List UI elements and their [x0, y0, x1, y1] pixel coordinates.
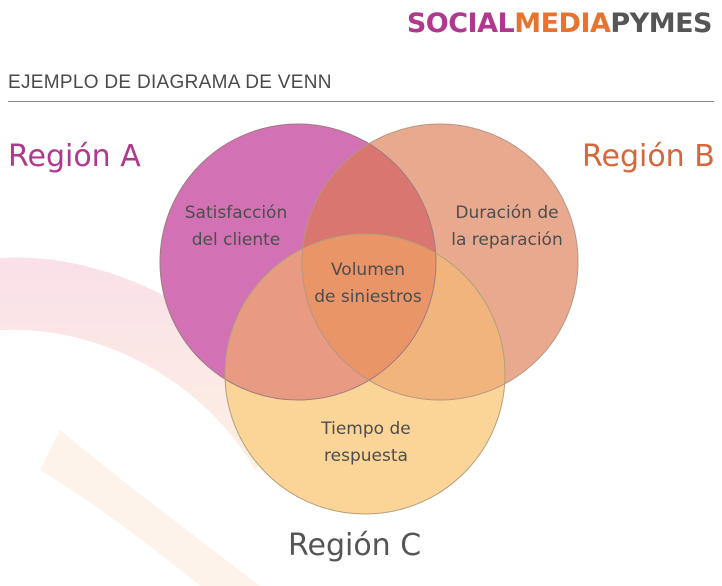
region-b-text-line: la reparación [451, 230, 563, 250]
center-text-line: de siniestros [314, 287, 422, 307]
page-title: EJEMPLO DE DIAGRAMA DE VENN [8, 72, 332, 93]
region-c-text-line: respuesta [324, 446, 408, 466]
brand-logo-social: SOCIAL [406, 8, 515, 39]
center-intersection-text: Volumen de siniestros [300, 257, 436, 311]
brand-logo-media: MEDIA [514, 8, 611, 39]
region-b-text-line: Duración de [455, 203, 559, 223]
region-a-text-line: del cliente [191, 230, 281, 250]
region-a-label: Región A [8, 139, 141, 174]
brand-logo-pymes: PYMES [610, 8, 712, 39]
region-c-text-line: Tiempo de [321, 419, 411, 439]
region-b-label: Región B [582, 139, 715, 174]
brand-logo: SOCIALMEDIAPYMES [406, 8, 713, 39]
region-c-label: Región C [288, 528, 422, 563]
title-divider [8, 101, 714, 102]
circle-c-outline [224, 233, 506, 515]
center-text-line: Volumen [330, 260, 405, 280]
region-a-text: Satisfacción del cliente [166, 200, 306, 254]
circle-a-outline [159, 123, 437, 401]
region-c-text: Tiempo de respuesta [296, 416, 436, 470]
region-a-text-line: Satisfacción [184, 203, 288, 223]
circle-b-outline [301, 123, 579, 401]
region-b-text: Duración de la reparación [434, 200, 580, 254]
